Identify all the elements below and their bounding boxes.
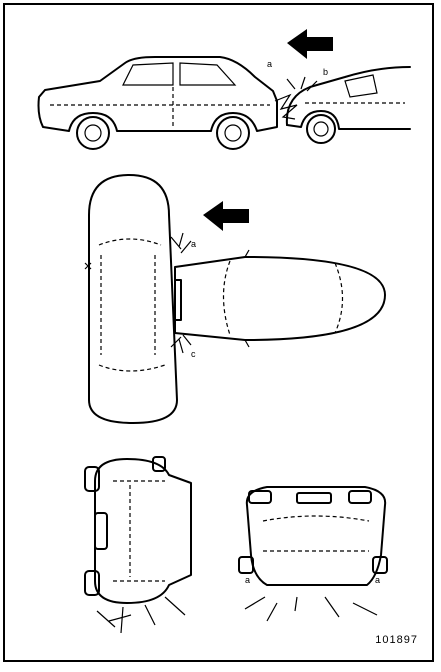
front-view-right-car: [239, 487, 387, 621]
marker-d: c: [191, 349, 196, 359]
impacting-vehicle: [287, 67, 410, 143]
collision-diagram: a b a c: [5, 5, 441, 672]
impact-direction-arrow-middle: [203, 201, 249, 231]
diagram-frame: a b a c: [3, 3, 434, 662]
marker-a: a: [267, 59, 272, 69]
top-view-striking-car: [175, 250, 385, 347]
figure-number: 101897: [375, 634, 418, 646]
marker-b: b: [323, 67, 328, 77]
marker-e: a: [245, 575, 250, 585]
side-view-car: [39, 57, 278, 149]
top-view-struck-car: [85, 175, 177, 423]
impact-direction-arrow-top: [287, 29, 333, 59]
rear-view-left-car: [85, 457, 191, 633]
marker-c: a: [191, 239, 196, 249]
marker-f: a: [375, 575, 380, 585]
